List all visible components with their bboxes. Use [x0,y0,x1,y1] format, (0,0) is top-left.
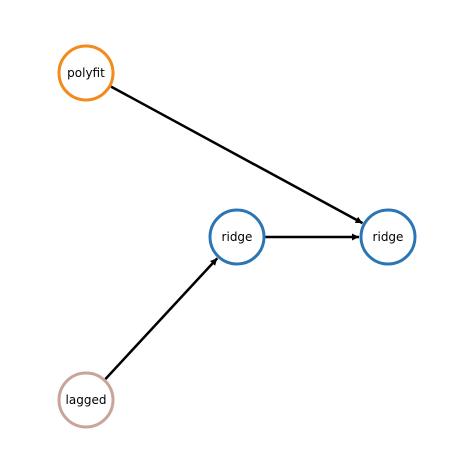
node-label-polyfit: polyfit [67,66,105,80]
node-label-lagged: lagged [66,393,107,407]
edge-polyfit-to-ridge_b [110,85,364,225]
node-polyfit: polyfit [57,44,115,102]
node-circle-ridge_b [359,208,417,266]
node-circle-ridge_a [208,208,266,266]
node-label-ridge_a: ridge [222,230,253,244]
node-ridge_a: ridge [208,208,266,266]
node-circle-lagged [57,371,115,429]
node-ridge_b: ridge [359,208,417,266]
node-label-ridge_b: ridge [373,230,404,244]
edge-lagged-to-ridge_a [104,257,219,380]
nodes-layer: polyfit ridge ridge lagged [57,44,417,429]
node-circle-polyfit [57,44,115,102]
node-lagged: lagged [57,371,115,429]
edges-layer [104,85,364,380]
